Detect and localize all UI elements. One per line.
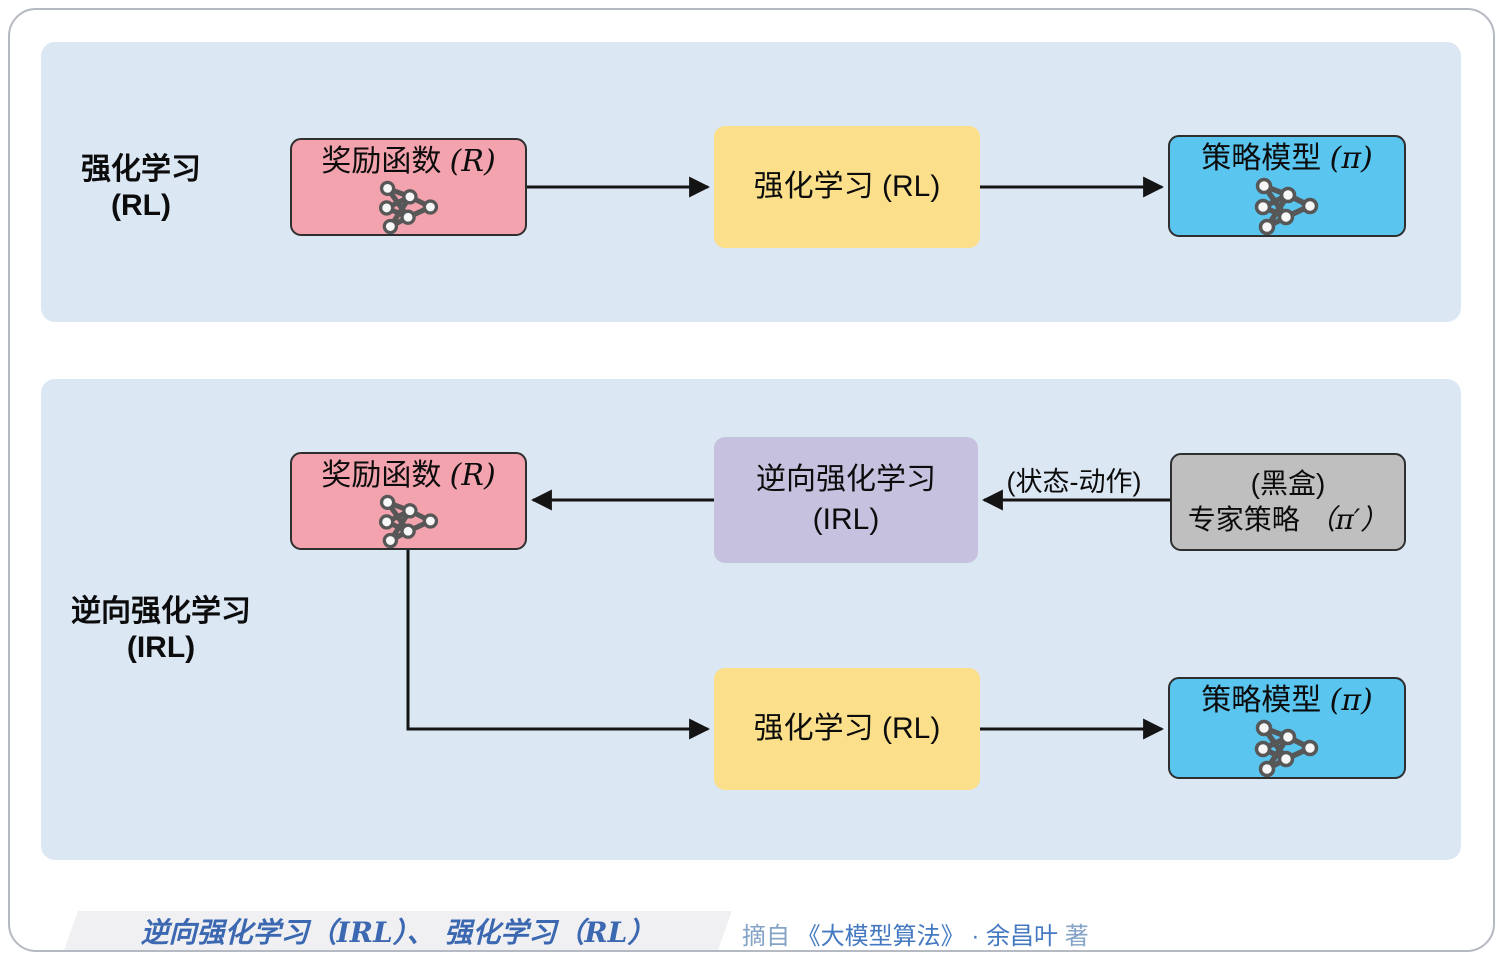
irl-section-label-line2: (IRL) [126,631,196,664]
policy-label: 策略模型 [1201,142,1322,175]
node-rl-training: 强化学习 (RL) [714,126,980,248]
rl-box-label: 强化学习 (RL) [753,170,941,203]
attribution-prefix: 摘自 [742,923,790,950]
irl-box-line2: (IRL) [812,503,880,536]
node-policy-model-rl: 策略模型 (π) [1168,135,1406,237]
node-inverse-rl: 逆向强化学习 (IRL) [714,437,978,563]
node-reward-function-irl: 奖励函数 (R) [290,452,527,550]
state-action-edge-label: (状态-动作) [1006,467,1142,497]
expert-label: 专家策略 [1187,504,1300,535]
footer-title: 逆向强化学习（IRL）、 强化学习（RL） [140,915,656,949]
rl-box-label: 强化学习 (RL) [753,712,941,745]
policy-symbol: (π) [1329,141,1373,176]
neural-network-icon [370,180,448,234]
neural-network-icon [370,494,448,548]
reward-symbol: (R) [449,458,496,493]
attribution-author: 余昌叶 [986,923,1059,950]
reward-symbol: (R) [449,144,496,179]
expert-box-line1: (黑盒) [1250,468,1326,499]
attribution-dot: · [971,923,980,950]
node-reward-function-rl: 奖励函数 (R) [290,138,527,236]
node-policy-model-irl: 策略模型 (π) [1168,677,1406,779]
reward-label: 奖励函数 [321,145,442,178]
attribution-book: 《大模型算法》 [796,923,965,950]
footer-attribution: 摘自 《大模型算法》 · 余昌叶 著 [742,916,1089,951]
irl-box-line1: 逆向强化学习 [756,463,936,496]
attribution-suffix: 著 [1064,923,1089,950]
neural-network-icon [1248,719,1326,777]
policy-label: 策略模型 [1201,684,1322,717]
node-expert-policy: (黑盒) 专家策略 （π′） [1170,453,1406,551]
neural-network-icon [1248,177,1326,235]
rl-section-label: 强化学习 (RL) [41,152,241,224]
irl-section-label: 逆向强化学习 (IRL) [61,594,261,666]
node-rl-training-irl: 强化学习 (RL) [714,668,980,790]
reward-label: 奖励函数 [321,459,442,492]
rl-section-label-line2: (RL) [111,189,171,222]
irl-section-label-line1: 逆向强化学习 [71,595,251,628]
policy-symbol: (π) [1329,683,1373,718]
expert-symbol: （π′） [1307,503,1389,536]
rl-section-label-line1: 强化学习 [81,153,201,186]
footer-title-strip: 逆向强化学习（IRL）、 强化学习（RL） [64,911,732,950]
